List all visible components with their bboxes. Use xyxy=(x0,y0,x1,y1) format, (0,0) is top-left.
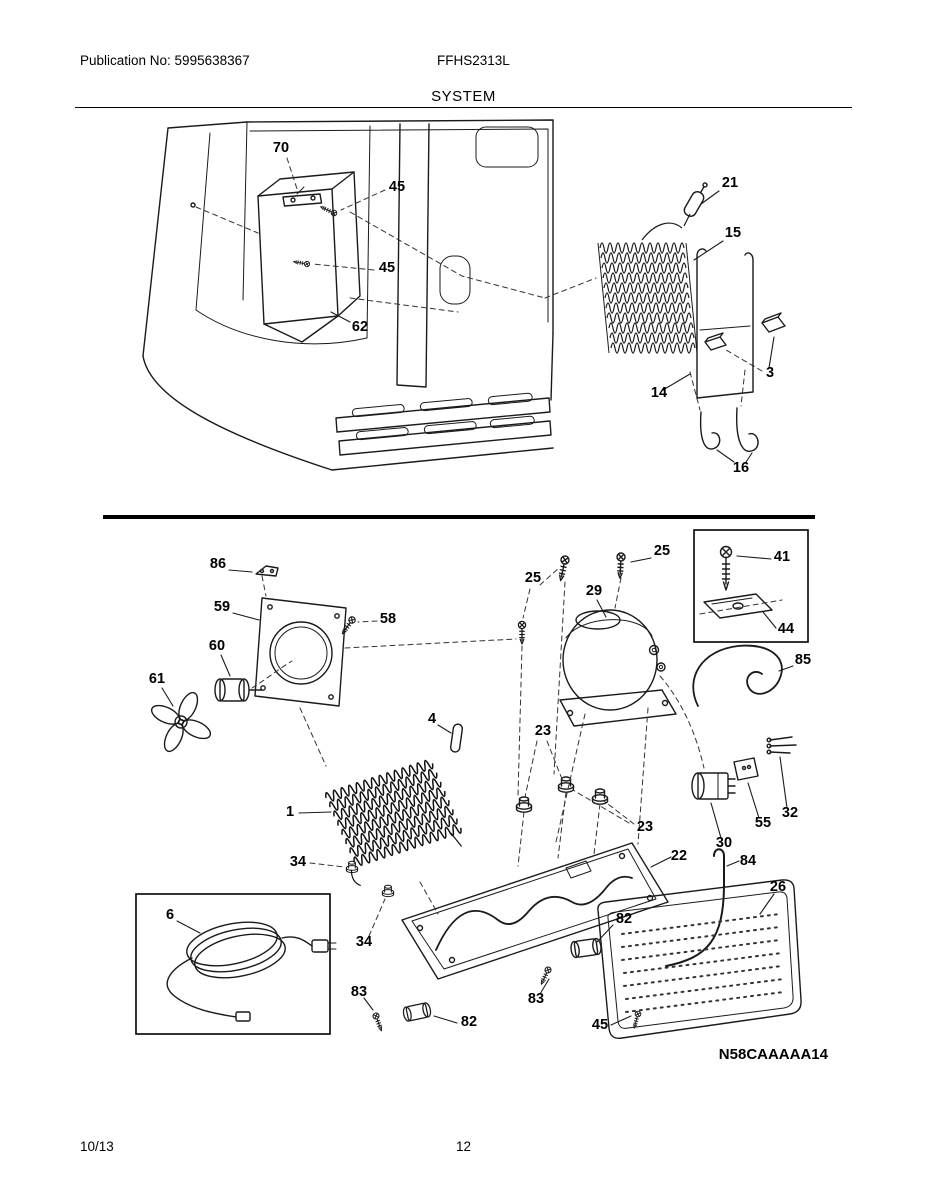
callout-59: 59 xyxy=(214,599,230,615)
callout-55: 55 xyxy=(755,815,771,831)
section-title: SYSTEM xyxy=(431,88,496,105)
exploded-axis-lines xyxy=(251,575,705,915)
callout-25-left: 25 xyxy=(525,570,541,586)
callout-1: 1 xyxy=(286,804,294,820)
callout-15: 15 xyxy=(725,225,741,241)
icebox-screws-drawing xyxy=(292,203,339,268)
drawing-code: N58CAAAAA14 xyxy=(719,1046,829,1063)
base-pan-drawing xyxy=(401,842,669,980)
callout-61: 61 xyxy=(149,671,165,687)
fan-motor-drawing xyxy=(214,678,263,702)
callout-83-right: 83 xyxy=(528,991,544,1007)
callout-16: 16 xyxy=(733,460,749,476)
callout-84: 84 xyxy=(740,853,756,869)
callout-58: 58 xyxy=(380,611,396,627)
bracket-frame-drawing xyxy=(696,248,754,399)
footer-page-number: 12 xyxy=(455,1139,472,1154)
model-number: FFHS2313L xyxy=(437,53,510,68)
callout-82-lower: 82 xyxy=(461,1014,477,1030)
callout-25-right: 25 xyxy=(654,543,670,559)
callout-14: 14 xyxy=(651,385,667,401)
fan-shroud-drawing xyxy=(254,597,347,707)
bracket-blocks-drawing xyxy=(704,312,786,351)
callout-3: 3 xyxy=(766,365,774,381)
callout-34-lower: 34 xyxy=(356,934,372,950)
power-cord-drawing xyxy=(166,921,337,1022)
callout-26: 26 xyxy=(770,879,786,895)
mount-bracket-drawing xyxy=(255,565,279,577)
upper-leader-lines-solid xyxy=(330,190,775,463)
fan-blade-drawing xyxy=(150,691,212,753)
callout-83-left: 83 xyxy=(351,984,367,1000)
relay-drawing xyxy=(691,772,736,800)
callout-34-upper: 34 xyxy=(290,854,306,870)
callout-23-upper: 23 xyxy=(535,723,551,739)
drain-pan-drawing xyxy=(597,879,802,1039)
callout-30: 30 xyxy=(716,835,732,851)
callout-44: 44 xyxy=(778,621,794,637)
compressor-drawing xyxy=(559,609,677,727)
overload-switch-drawing xyxy=(733,757,759,781)
section-divider xyxy=(103,515,815,519)
callout-4: 4 xyxy=(428,711,436,727)
callout-22: 22 xyxy=(671,848,687,864)
drain-tube-drawing xyxy=(665,848,725,967)
top-screws-drawing xyxy=(339,552,626,645)
callout-21: 21 xyxy=(722,175,738,191)
callout-23-lower: 23 xyxy=(637,819,653,835)
tube-capsule-drawing xyxy=(449,723,464,753)
drier-drawing xyxy=(683,182,708,217)
callout-6: 6 xyxy=(166,907,174,923)
lower-leader-lines xyxy=(161,555,794,1026)
publication-number: Publication No: 5995638367 xyxy=(80,53,250,68)
callout-45-bottom: 45 xyxy=(592,1017,608,1033)
lower-leader-lines-dashed xyxy=(309,567,635,937)
callout-32: 32 xyxy=(782,805,798,821)
upper-leader-lines xyxy=(195,157,763,411)
inset-box-hardware xyxy=(693,529,809,643)
callout-45-icebox-side: 45 xyxy=(379,260,395,276)
inset-box-power-cord xyxy=(135,893,337,1035)
hook-wires-drawing xyxy=(699,407,759,453)
callout-45-icebox-top: 45 xyxy=(389,179,405,195)
callout-62: 62 xyxy=(352,319,368,335)
callout-41: 41 xyxy=(774,549,790,565)
header-rule xyxy=(75,107,852,108)
callout-82-upper: 82 xyxy=(616,911,632,927)
condenser-coil-top-drawing xyxy=(597,213,698,354)
callout-70: 70 xyxy=(273,140,289,156)
callout-85: 85 xyxy=(795,652,811,668)
condenser-coil-bottom-drawing xyxy=(323,757,464,887)
grommets-drawing xyxy=(345,776,609,898)
refrigerator-cabinet-drawing xyxy=(142,119,554,471)
callout-86: 86 xyxy=(210,556,226,572)
ice-container-drawing xyxy=(257,171,361,343)
callout-60: 60 xyxy=(209,638,225,654)
terminal-wires-drawing xyxy=(766,736,797,755)
wire-loop-drawing xyxy=(692,644,783,707)
callout-29: 29 xyxy=(586,583,602,599)
footer-date: 10/13 xyxy=(80,1139,114,1154)
